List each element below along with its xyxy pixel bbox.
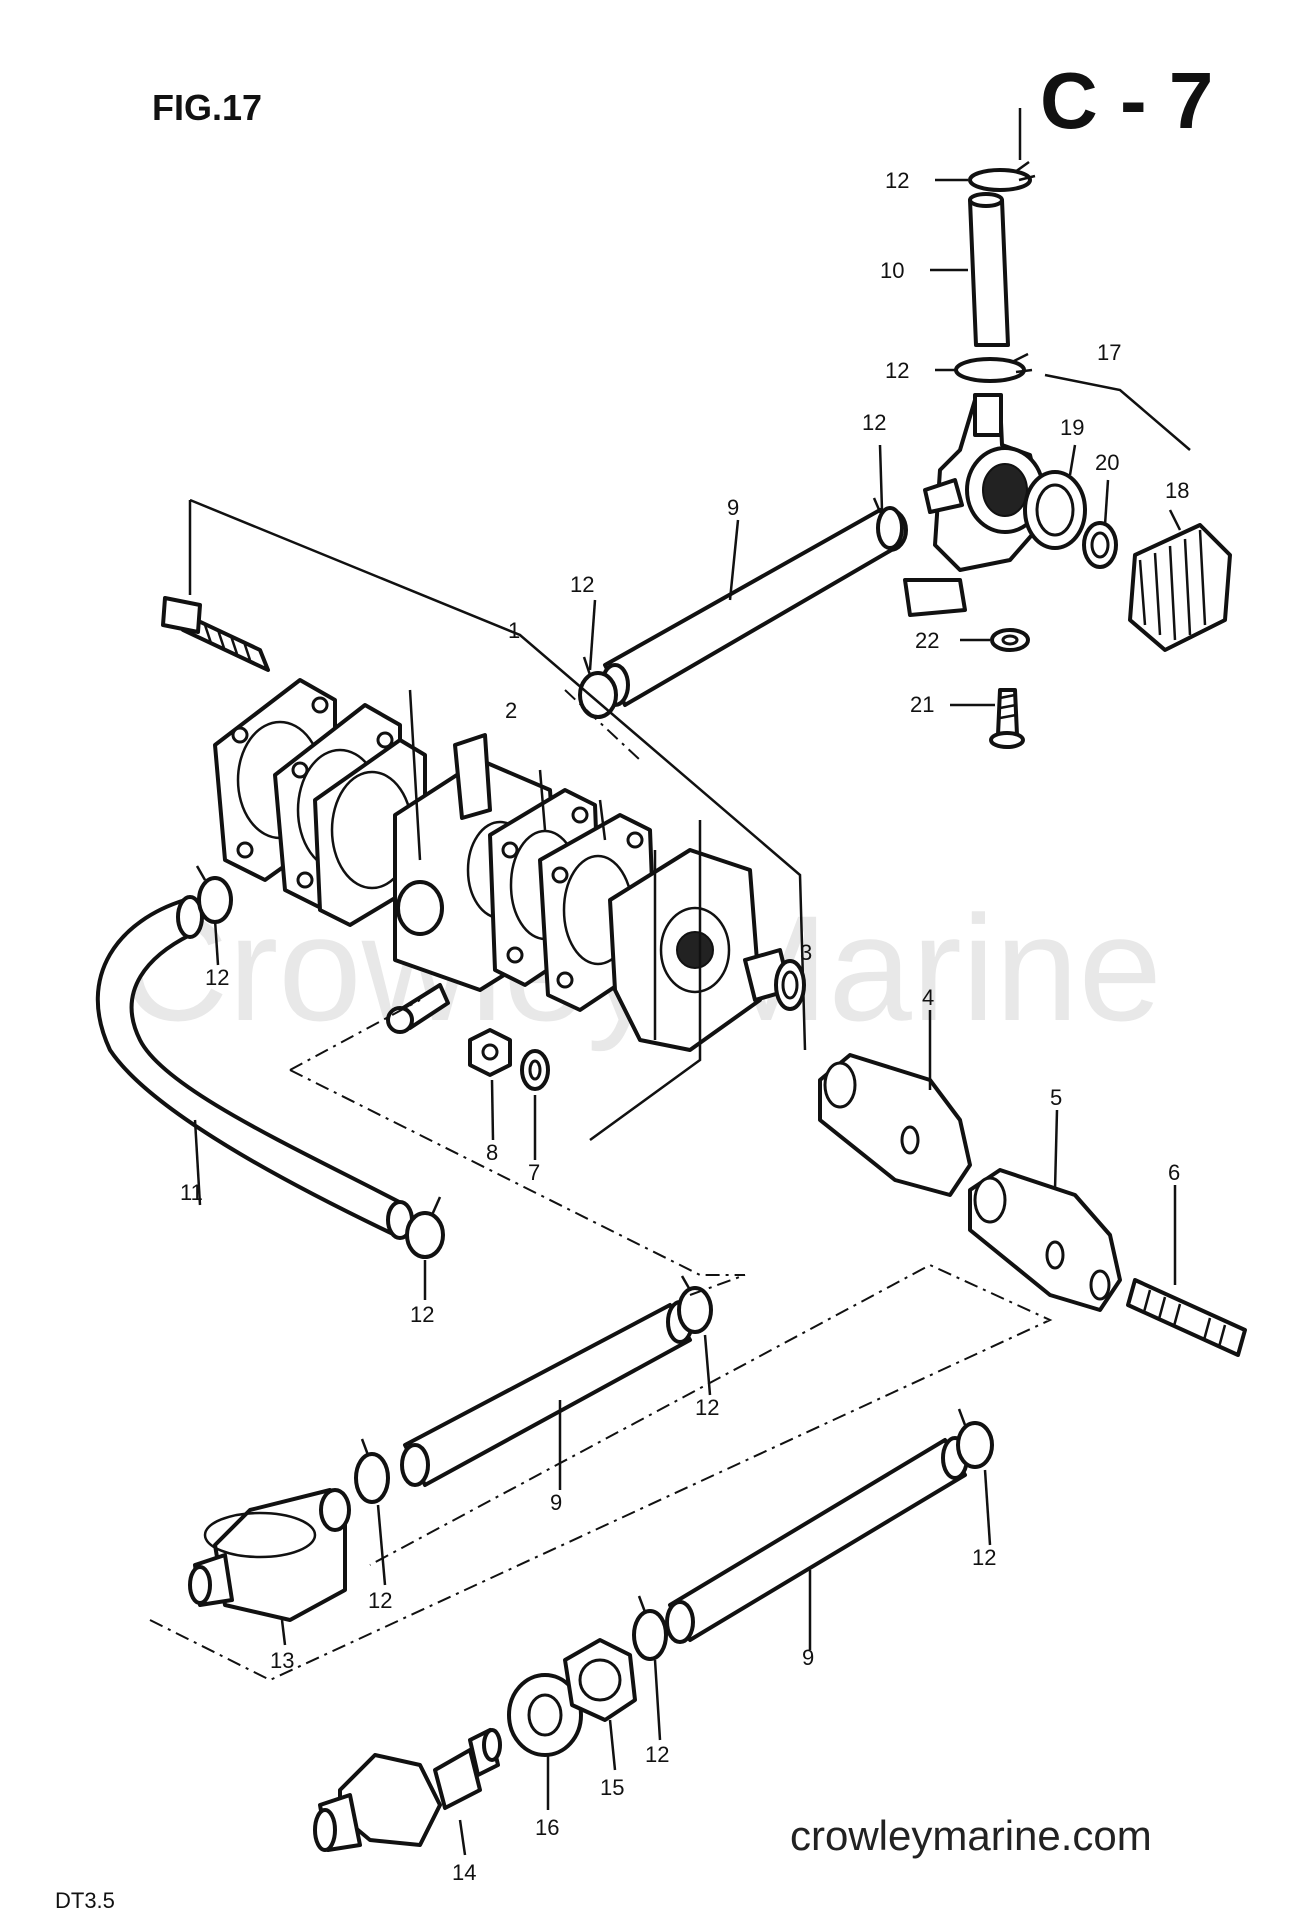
label-3: 3: [800, 940, 812, 965]
label-12-lower-right: 12: [972, 1545, 996, 1570]
label-9-middle: 9: [550, 1490, 562, 1515]
fuel-pump-assembly: [161, 498, 807, 1276]
mount-bracket-a: [818, 1053, 972, 1197]
label-19: 19: [1060, 415, 1084, 440]
fuel-hose-bent: [95, 865, 445, 1259]
hose-clamp-lower-right: [956, 1421, 994, 1469]
label-14: 14: [452, 1860, 476, 1885]
label-12-bent-top: 12: [205, 965, 229, 990]
fuel-connector: [313, 1728, 502, 1852]
hose-clamp-middle-right: [677, 1286, 713, 1334]
label-8: 8: [486, 1140, 498, 1165]
hose-clamp-middle-left: [354, 1452, 390, 1504]
label-13: 13: [270, 1648, 294, 1673]
label-5: 5: [1050, 1085, 1062, 1110]
label-12-bent-bottom: 12: [410, 1302, 434, 1327]
label-12-second: 12: [885, 358, 909, 383]
hose-clamp-bent-top: [197, 876, 233, 924]
label-9-lower: 9: [802, 1645, 814, 1670]
label-18: 18: [1165, 478, 1189, 503]
label-9-upper: 9: [727, 495, 739, 520]
label-22: 22: [915, 628, 939, 653]
model-code: DT3.5: [55, 1888, 115, 1913]
label-12-middle-right: 12: [695, 1395, 719, 1420]
filter-guide-line: [149, 1263, 1053, 1682]
fuel-hose-short: [968, 198, 1010, 347]
label-7: 7: [528, 1160, 540, 1185]
part-labels: 1 2 3 4 5 6 7 8 9 9 9 10 11 12 12 12 12 …: [180, 168, 1189, 1885]
label-11: 11: [180, 1180, 203, 1205]
label-12-upper-hose: 12: [570, 572, 594, 597]
figure-number: FIG.17: [152, 87, 262, 128]
fuel-filter: [188, 1488, 351, 1622]
fuel-hose-upper: [578, 506, 904, 719]
label-16: 16: [535, 1815, 559, 1840]
mount-stud: [1126, 1278, 1247, 1357]
hose-clamp-top: [968, 168, 1032, 192]
label-12-top: 12: [885, 168, 909, 193]
hose-clamp-bent-bottom: [405, 1211, 445, 1259]
label-10: 10: [880, 258, 904, 283]
label-20: 20: [1095, 450, 1119, 475]
label-15: 15: [600, 1775, 624, 1800]
label-1: 1: [508, 618, 520, 643]
hex-nut: [563, 1638, 637, 1722]
spring-washer: [507, 1673, 583, 1757]
pump-mount: [818, 1053, 1247, 1357]
website-link[interactable]: crowleymarine.com: [790, 1812, 1152, 1859]
fuel-tap-assembly: [872, 108, 1232, 749]
fuel-hose-middle: [354, 1274, 746, 1504]
label-21: 21: [910, 692, 934, 717]
tap-knob: [1128, 523, 1232, 652]
fuel-hose-lower: [632, 1408, 994, 1661]
mount-bracket-b: [968, 1168, 1122, 1312]
label-6: 6: [1168, 1160, 1180, 1185]
section-code: C - 7: [1040, 56, 1213, 145]
leader-lines: [193, 178, 1182, 1856]
hose-clamp-upper: [578, 671, 618, 719]
label-12-tap: 12: [862, 410, 886, 435]
hose-clamp-lower-left: [632, 1609, 668, 1661]
label-12-lower-left: 12: [645, 1742, 669, 1767]
label-4: 4: [922, 985, 934, 1010]
label-12-middle-left: 12: [368, 1588, 392, 1613]
label-17: 17: [1097, 340, 1121, 365]
label-2: 2: [505, 698, 517, 723]
